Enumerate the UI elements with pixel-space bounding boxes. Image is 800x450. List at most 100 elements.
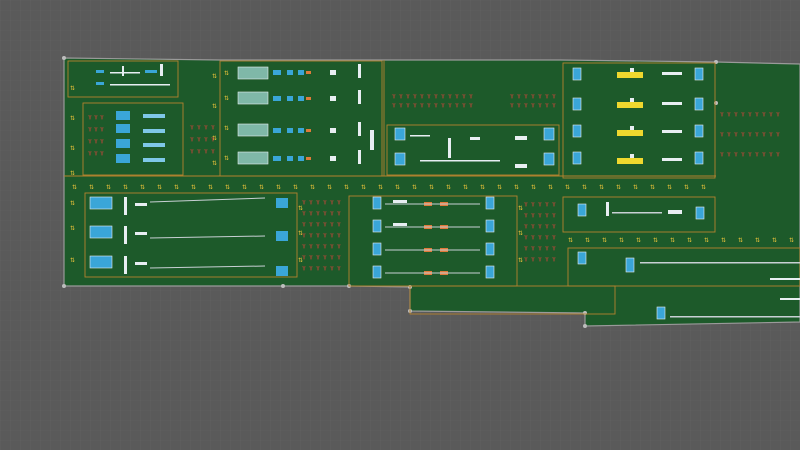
up-down-arrow-icon: ⇅ [670,237,675,244]
up-down-arrow-icon: ⇅ [225,184,230,191]
rack-icon: ╥ [468,101,473,108]
rack-icon: ╥ [530,255,535,262]
rack-icon: ╥ [329,198,334,205]
rack-icon: ╥ [315,231,320,238]
rack-icon: ╥ [329,231,334,238]
rack-icon: ╥ [530,233,535,240]
machine-icon [143,158,165,162]
up-down-arrow-icon: ⇅ [599,184,604,191]
up-down-arrow-icon: ⇅ [514,184,519,191]
rack-icon: ╥ [544,244,549,251]
zone-f-equipment[interactable] [372,196,495,279]
rack-icon: ╥ [329,264,334,271]
rack-icon: ╥ [740,130,745,137]
rack-icon: ╥ [99,113,104,120]
up-down-arrow-icon: ⇅ [298,257,303,264]
zone-c-equipment[interactable] [394,127,555,168]
zone-g [562,196,716,233]
rack-icon: ╥ [336,264,341,271]
machine-icon [116,154,130,163]
zone-h-equipment[interactable] [577,251,800,300]
rack-icon: ╥ [210,135,215,142]
rack-icon: ╥ [516,101,521,108]
rack-icon: ╥ [544,211,549,218]
up-down-arrow-icon: ⇅ [772,237,777,244]
rack-icon: ╥ [509,92,514,99]
zone-a2-machines[interactable] [116,111,165,163]
rack-icon: ╥ [754,150,759,157]
rack-icon: ╥ [87,113,92,120]
up-down-arrow-icon: ⇅ [463,184,468,191]
rack-icon: ╥ [544,255,549,262]
rack-icon: ╥ [322,264,327,271]
up-down-arrow-icon: ⇅ [582,184,587,191]
up-down-arrow-icon: ⇅ [70,170,75,177]
zone-a1-equipment[interactable] [96,64,170,86]
up-down-arrow-icon: ⇅ [738,237,743,244]
zone-b-equipment[interactable] [237,64,374,165]
up-down-arrow-icon: ⇅ [70,115,75,122]
rack-icon: ╥ [315,220,320,227]
up-down-arrow-icon: ⇅ [616,184,621,191]
rack-icon: ╥ [189,123,194,130]
up-down-arrow-icon: ⇅ [650,184,655,191]
rack-icon: ╥ [315,253,320,260]
rack-icon: ╥ [551,211,556,218]
rack-icon: ╥ [726,110,731,117]
rack-icon: ╥ [551,233,556,240]
rack-icon: ╥ [523,255,528,262]
rack-icon: ╥ [301,198,306,205]
up-down-arrow-icon: ⇅ [70,145,75,152]
up-down-arrow-icon: ⇅ [480,184,485,191]
up-down-arrow-icon: ⇅ [395,184,400,191]
rack-icon: ╥ [523,211,528,218]
rack-icon: ╥ [447,92,452,99]
up-down-arrow-icon: ⇅ [602,237,607,244]
up-down-arrow-icon: ⇅ [568,237,573,244]
rack-icon: ╥ [308,242,313,249]
rack-icon: ╥ [537,101,542,108]
up-down-arrow-icon: ⇅ [548,184,553,191]
rack-icon: ╥ [93,149,98,156]
rack-icon: ╥ [537,200,542,207]
up-down-arrow-icon: ⇅ [531,184,536,191]
zone-e-equipment[interactable] [89,196,288,276]
rack-icon: ╥ [530,200,535,207]
zone-g-equipment[interactable] [577,202,705,220]
rack-icon: ╥ [87,137,92,144]
up-down-arrow-icon: ⇅ [687,237,692,244]
up-down-arrow-icon: ⇅ [70,225,75,232]
up-down-arrow-icon: ⇅ [667,184,672,191]
rack-icon: ╥ [775,130,780,137]
zone-d-equipment[interactable] [572,67,704,165]
rack-icon: ╥ [433,92,438,99]
rack-icon: ╥ [419,92,424,99]
up-down-arrow-icon: ⇅ [633,184,638,191]
rack-icon: ╥ [461,92,466,99]
rack-icon: ╥ [93,113,98,120]
zone-c [386,124,560,176]
rack-icon: ╥ [733,150,738,157]
up-down-arrow-icon: ⇅ [140,184,145,191]
rack-icon: ╥ [308,253,313,260]
rack-icon: ╥ [551,222,556,229]
up-down-arrow-icon: ⇅ [208,184,213,191]
rack-icon: ╥ [322,198,327,205]
rack-icon: ╥ [87,149,92,156]
rack-icon: ╥ [733,130,738,137]
machine-icon [116,139,130,148]
rack-icon: ╥ [210,123,215,130]
up-down-arrow-icon: ⇅ [361,184,366,191]
machine-icon [116,111,130,120]
panel-teal [237,123,269,137]
up-down-arrow-icon: ⇅ [636,237,641,244]
rack-icon: ╥ [203,135,208,142]
rack-icon: ╥ [761,110,766,117]
zone-i-equipment[interactable] [656,306,800,320]
rack-icon: ╥ [99,149,104,156]
rack-icon: ╥ [405,92,410,99]
rack-icon: ╥ [440,92,445,99]
up-down-arrow-icon: ⇅ [446,184,451,191]
up-down-arrow-icon: ⇅ [585,237,590,244]
